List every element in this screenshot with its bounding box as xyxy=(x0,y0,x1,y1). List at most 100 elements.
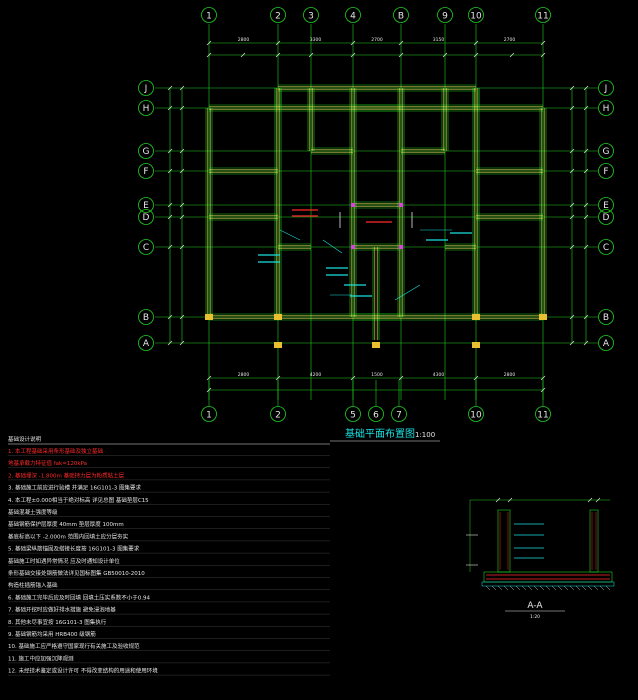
dim-tick xyxy=(569,314,575,320)
note-line: 7. 基础开挖时应做好排水措施 避免浸泡地基 xyxy=(8,606,116,614)
soil-hatch xyxy=(539,585,545,591)
axis-bubble-top xyxy=(303,7,319,23)
dim-tick xyxy=(167,148,173,154)
dim-text: 2700 xyxy=(504,37,516,43)
axis-label-top: 3 xyxy=(308,12,314,22)
dim-tick xyxy=(275,52,281,58)
dim-tick xyxy=(350,375,356,381)
soil-hatch xyxy=(527,585,533,591)
axis-label-bottom: 2 xyxy=(275,411,281,421)
annotations xyxy=(258,209,472,301)
dim-tick xyxy=(179,244,185,250)
section-a-a xyxy=(466,497,615,591)
dim-tick xyxy=(569,244,575,250)
dim-tick xyxy=(569,340,575,346)
dim-text: 3300 xyxy=(310,37,322,43)
soil-hatch xyxy=(491,585,497,591)
soil-hatch xyxy=(509,585,515,591)
dim-tick xyxy=(442,52,448,58)
note-line: 条形基础交接处钢筋做法详见国标图集 GB50010-2010 xyxy=(8,569,145,577)
dim-tick xyxy=(179,168,185,174)
dim-text: 4200 xyxy=(310,372,322,378)
annotation-leader xyxy=(322,239,343,254)
dim-tick xyxy=(179,214,185,220)
dim-tick xyxy=(540,40,546,46)
axis-label-bottom: 7 xyxy=(396,411,402,421)
section-scale: 1:20 xyxy=(530,614,540,620)
soil-hatch xyxy=(551,585,557,591)
dim-tick xyxy=(179,85,185,91)
axis-label-left: D xyxy=(143,213,150,223)
dim-tick xyxy=(179,105,185,111)
soil-hatch xyxy=(533,585,539,591)
dim-tick xyxy=(583,244,589,250)
note-line: 基础施工时如遇异常情况 应及时通知设计单位 xyxy=(8,557,120,565)
dim-tick xyxy=(167,314,173,320)
soil-hatch xyxy=(569,585,575,591)
column-marker xyxy=(399,245,403,249)
axis-bubble-left xyxy=(138,239,154,255)
soil-hatch xyxy=(593,585,599,591)
section-bedding xyxy=(481,581,615,587)
dim-text: 2700 xyxy=(371,37,383,43)
axis-bubble-bottom xyxy=(468,406,484,422)
axis-label-top: 1 xyxy=(206,12,212,22)
dim-tick xyxy=(583,105,589,111)
dim-tick xyxy=(206,387,212,393)
soil-hatch xyxy=(515,585,521,591)
dim-tick xyxy=(569,148,575,154)
soil-hatch xyxy=(557,585,563,591)
dim-tick xyxy=(167,168,173,174)
dim-tick xyxy=(540,52,546,58)
note-line: 12. 未经技术鉴定或设计许可 不得改变结构的用途和使用环境 xyxy=(8,667,158,675)
dim-tick xyxy=(473,52,479,58)
axis-bubble-bottom xyxy=(345,406,361,422)
soil-hatch xyxy=(575,585,581,591)
column-marker xyxy=(351,245,355,249)
plan-scale: 1:100 xyxy=(415,431,435,439)
note-line: 基础混凝土强度等级 xyxy=(8,508,58,516)
axis-label-right: D xyxy=(603,213,610,223)
axis-label-left: B xyxy=(143,313,149,323)
axis-label-right: H xyxy=(603,104,610,114)
axis-bubble-top xyxy=(201,7,217,23)
annotation-leader xyxy=(279,229,301,241)
dim-text: 2800 xyxy=(238,37,250,43)
axis-bubble-left xyxy=(138,100,154,116)
column-footing xyxy=(205,314,213,320)
axis-label-right: B xyxy=(603,313,609,323)
dim-tick xyxy=(179,202,185,208)
column-footing xyxy=(472,314,480,320)
axis-bubble-right xyxy=(598,163,614,179)
axis-bubble-top xyxy=(535,7,551,23)
note-line: 1. 本工程基础采用条形基础及独立基础 xyxy=(8,447,103,455)
axis-bubble-left xyxy=(138,143,154,159)
dim-tick xyxy=(167,244,173,250)
column-marker xyxy=(351,203,355,207)
dim-tick xyxy=(595,497,601,503)
dim-text: 2800 xyxy=(504,372,516,378)
section-title: A-A xyxy=(527,601,543,611)
dim-tick xyxy=(587,497,593,503)
axis-bubble-right xyxy=(598,143,614,159)
dim-text: 2800 xyxy=(238,372,250,378)
note-line: 8. 其他未尽事宜按 16G101-3 图集执行 xyxy=(8,618,107,626)
axis-bubble-right xyxy=(598,209,614,225)
dim-tick xyxy=(275,375,281,381)
axis-bubble-right xyxy=(598,335,614,351)
axis-bubble-right xyxy=(598,197,614,213)
dim-tick xyxy=(583,168,589,174)
axis-label-bottom: 6 xyxy=(373,411,379,421)
soil-hatch xyxy=(581,585,587,591)
dim-tick xyxy=(569,85,575,91)
annotation-leader xyxy=(394,284,421,301)
axis-label-right: A xyxy=(603,339,610,349)
soil-hatch xyxy=(563,585,569,591)
dim-tick xyxy=(473,40,479,46)
axis-label-left: G xyxy=(143,147,150,157)
column-footing xyxy=(274,314,282,320)
axis-label-top: 4 xyxy=(350,12,356,22)
axis-label-right: E xyxy=(603,201,609,211)
